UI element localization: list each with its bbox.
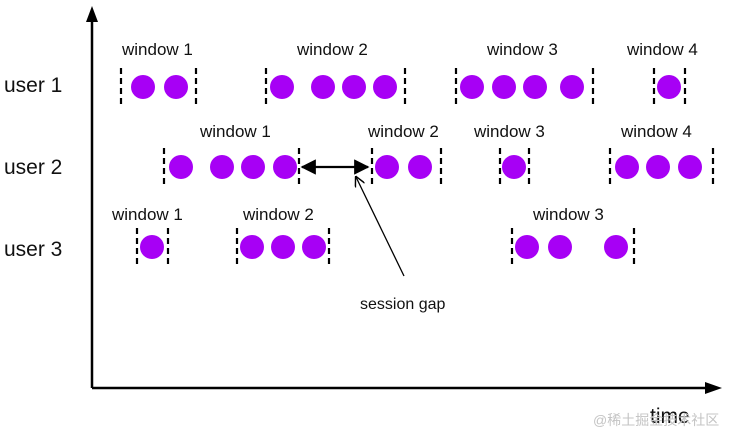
event-dot	[131, 75, 155, 99]
window-label: window 1	[111, 205, 183, 224]
window-label: window 2	[242, 205, 314, 224]
event-dot	[270, 75, 294, 99]
event-dot	[678, 155, 702, 179]
window-u2-w1: window 1	[162, 122, 301, 186]
event-dot	[548, 235, 572, 259]
event-dot	[604, 235, 628, 259]
window-u1-w3: window 3	[454, 40, 595, 106]
window-label: window 4	[620, 122, 692, 141]
event-dot	[140, 235, 164, 259]
window-u2-w3: window 3	[473, 122, 545, 186]
window-u2-w4: window 4	[608, 122, 715, 186]
event-dot	[164, 75, 188, 99]
x-axis-arrow-icon	[705, 382, 722, 394]
event-dot	[492, 75, 516, 99]
window-u1-w1: window 1	[119, 40, 198, 106]
event-dot	[560, 75, 584, 99]
event-dot	[460, 75, 484, 99]
x-axis-label: time	[650, 405, 690, 428]
window-label: window 4	[626, 40, 698, 59]
event-dot	[342, 75, 366, 99]
window-u1-w4: window 4	[626, 40, 698, 106]
session-windows: window 1 window 2 window 3 window 4 window 1…	[111, 40, 715, 266]
event-dot	[210, 155, 234, 179]
user-label-2: user 2	[4, 156, 62, 179]
event-dot	[240, 235, 264, 259]
window-u3-w1: window 1	[111, 205, 183, 266]
event-dot	[311, 75, 335, 99]
event-dot	[408, 155, 432, 179]
event-dot	[523, 75, 547, 99]
session-gap-label: session gap	[360, 296, 445, 313]
window-label: window 2	[367, 122, 439, 141]
window-label: window 3	[532, 205, 604, 224]
window-label: window 1	[121, 40, 193, 59]
watermark: @稀土掘金技术社区	[593, 412, 719, 428]
user-label-1: user 1	[4, 74, 62, 97]
y-axis-arrow-icon	[86, 6, 98, 22]
event-dot	[515, 235, 539, 259]
window-u1-w2: window 2	[264, 40, 407, 106]
window-label: window 3	[486, 40, 558, 59]
event-dot	[646, 155, 670, 179]
window-u3-w2: window 2	[235, 205, 331, 266]
event-dot	[271, 235, 295, 259]
event-dot	[657, 75, 681, 99]
event-dot	[241, 155, 265, 179]
session-gap-pointer	[356, 177, 405, 277]
window-label: window 3	[473, 122, 545, 141]
event-dot	[373, 75, 397, 99]
window-u2-w2: window 2	[367, 122, 443, 186]
user-label-3: user 3	[4, 238, 62, 261]
window-label: window 2	[296, 40, 368, 59]
event-dot	[615, 155, 639, 179]
event-dot	[169, 155, 193, 179]
window-label: window 1	[199, 122, 271, 141]
event-dot	[273, 155, 297, 179]
event-dot	[302, 235, 326, 259]
event-dot	[375, 155, 399, 179]
event-dot	[502, 155, 526, 179]
window-u3-w3: window 3	[510, 205, 636, 266]
